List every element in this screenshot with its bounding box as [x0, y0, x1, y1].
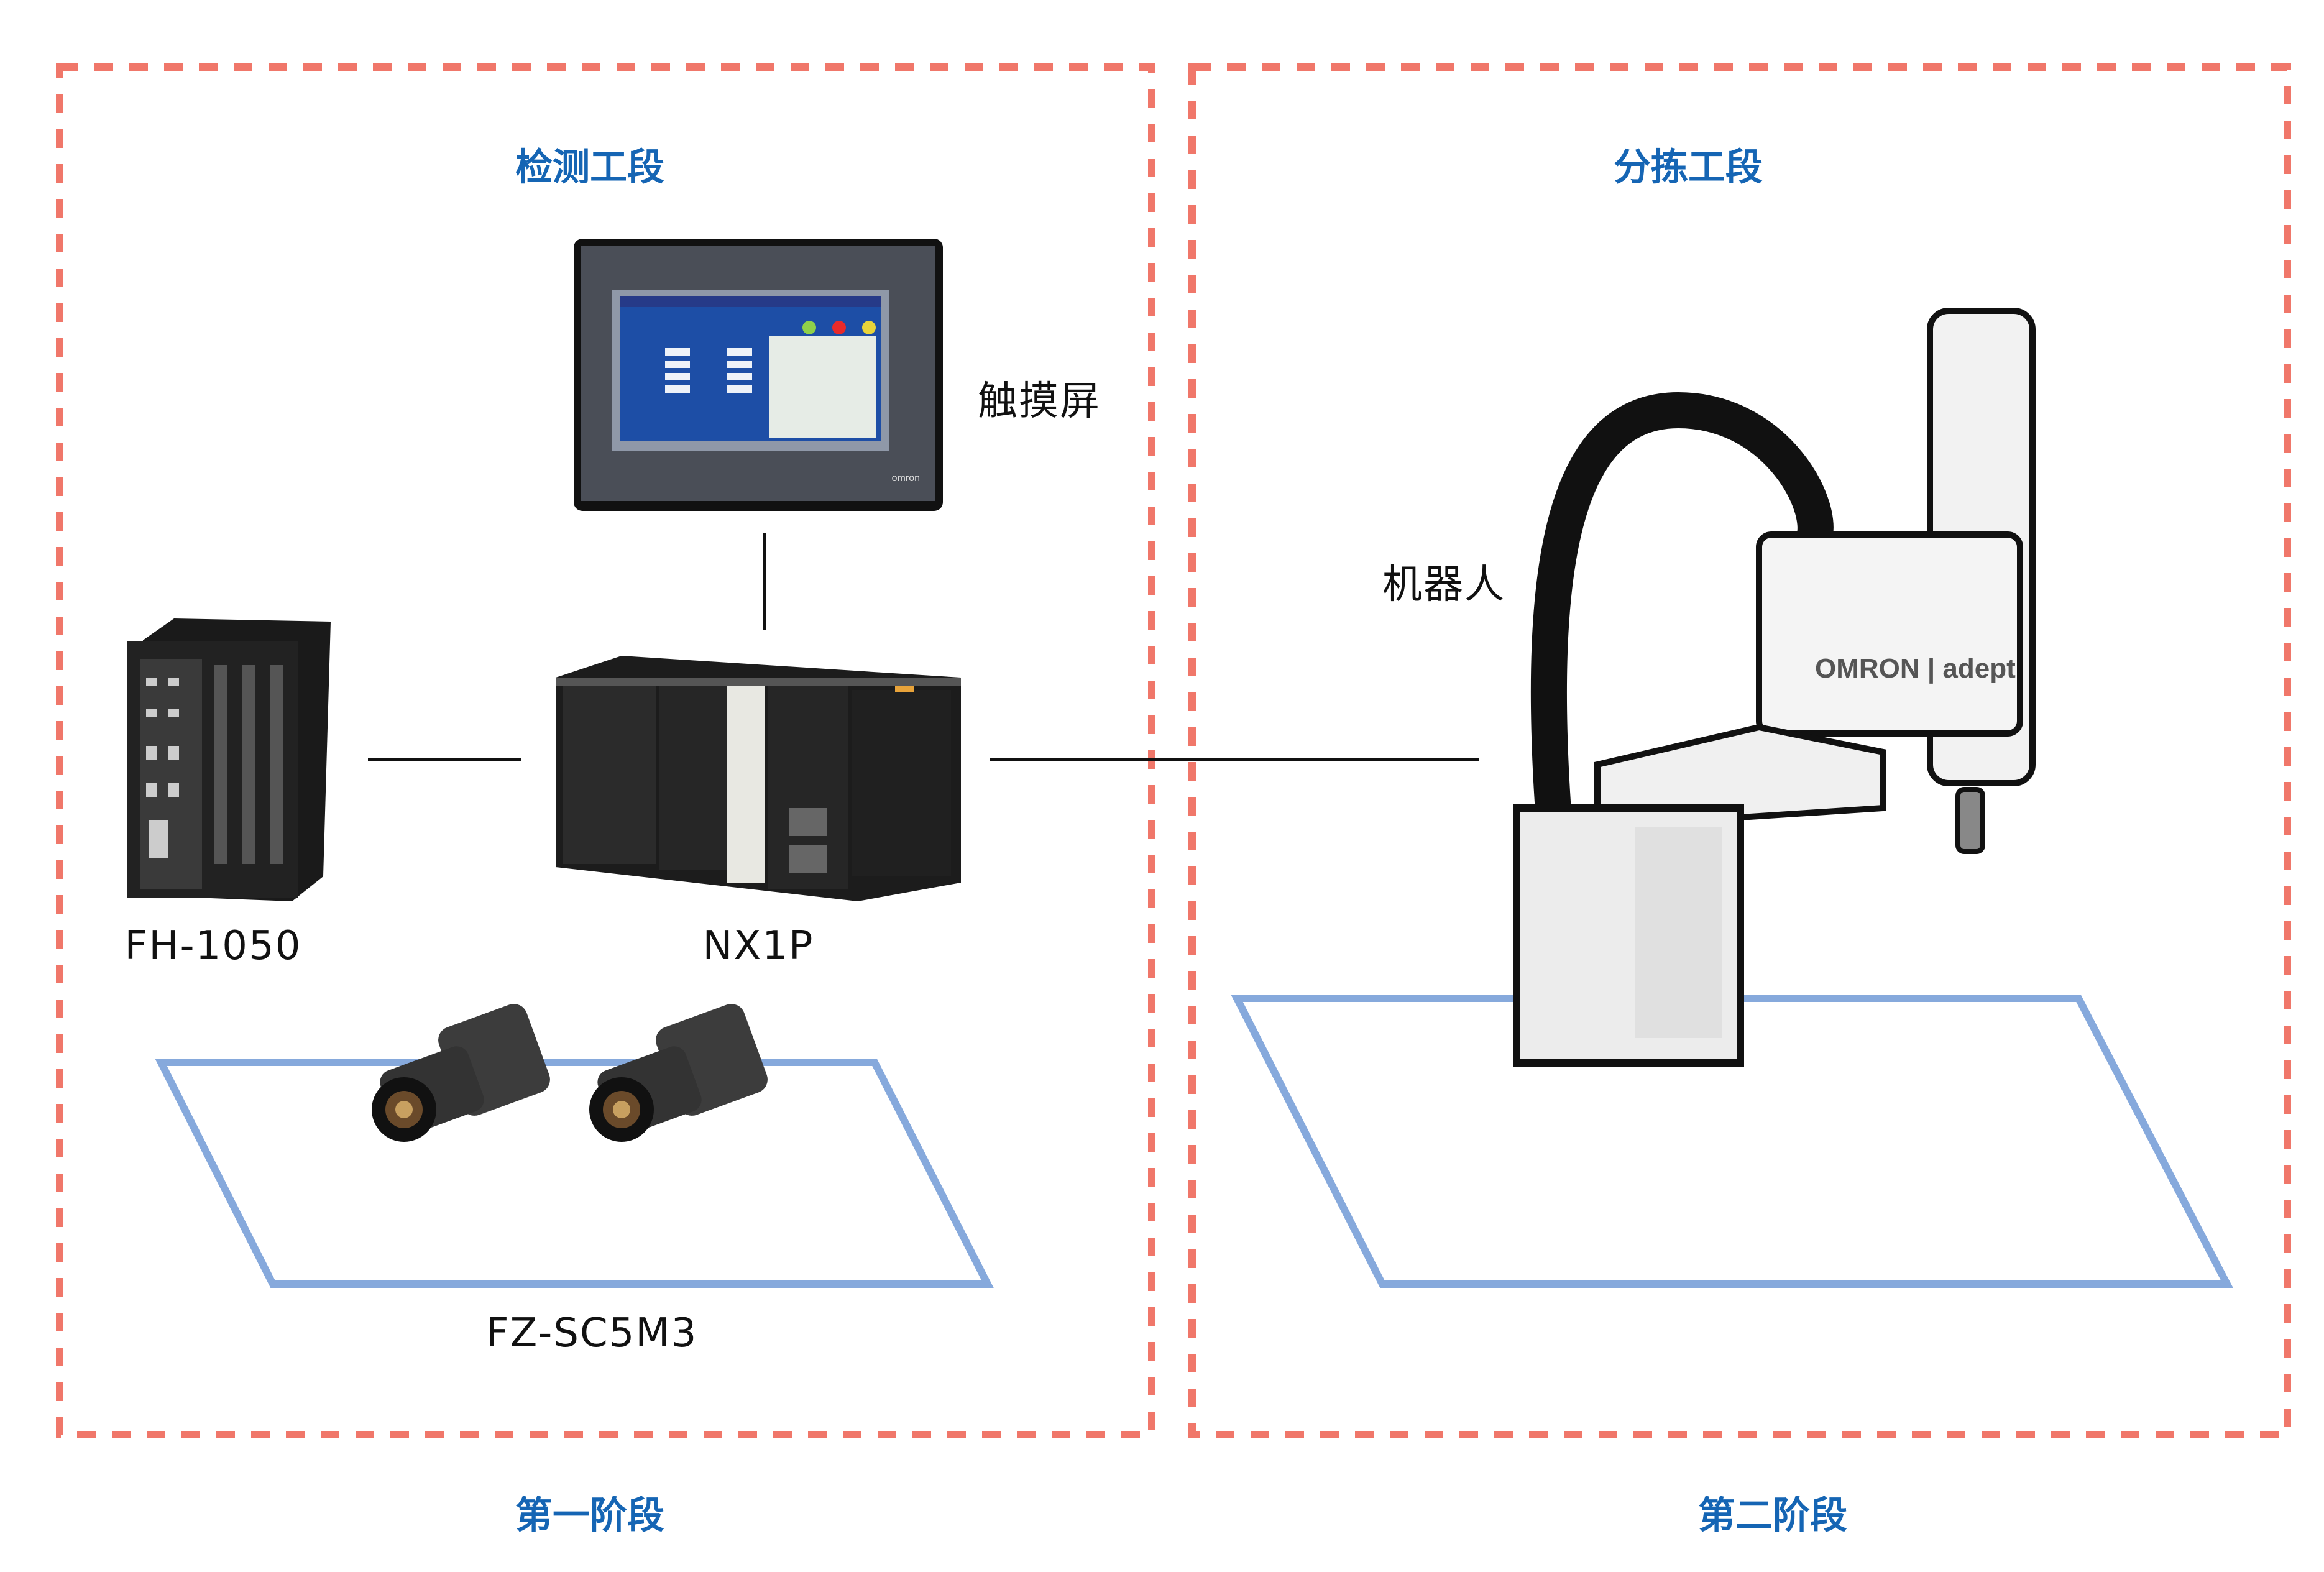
stage-2-box — [1188, 63, 2291, 1438]
plc-label: NX1P — [702, 923, 814, 969]
section-title-inspection: 检测工段 — [515, 145, 664, 190]
scara-robot-image: OMRON | adept — [1513, 308, 2036, 1067]
sorting-work-area — [1231, 995, 2233, 1288]
camera-image-1 — [372, 1004, 550, 1142]
robot-label: 机器人 — [1382, 562, 1505, 608]
hmi-logo: omron — [892, 473, 920, 484]
touchscreen-label: 触摸屏 — [978, 379, 1101, 425]
camera-image-2 — [589, 1004, 768, 1142]
robot-logo: OMRON | adept — [1815, 653, 2016, 684]
stage-1-box — [56, 63, 1155, 1438]
section-title-sorting: 分拣工段 — [1614, 145, 1763, 190]
fh-1050-image — [127, 618, 331, 901]
stage-label-2: 第二阶段 — [1698, 1494, 1847, 1538]
nx1p-plc-image — [556, 656, 961, 901]
stage-label-1: 第一阶段 — [515, 1494, 664, 1538]
camera-label: FZ-SC5M3 — [485, 1310, 698, 1356]
fh-label: FH-1050 — [124, 923, 302, 969]
touchscreen-image: omron — [574, 239, 943, 511]
inspection-work-area — [155, 1059, 994, 1288]
